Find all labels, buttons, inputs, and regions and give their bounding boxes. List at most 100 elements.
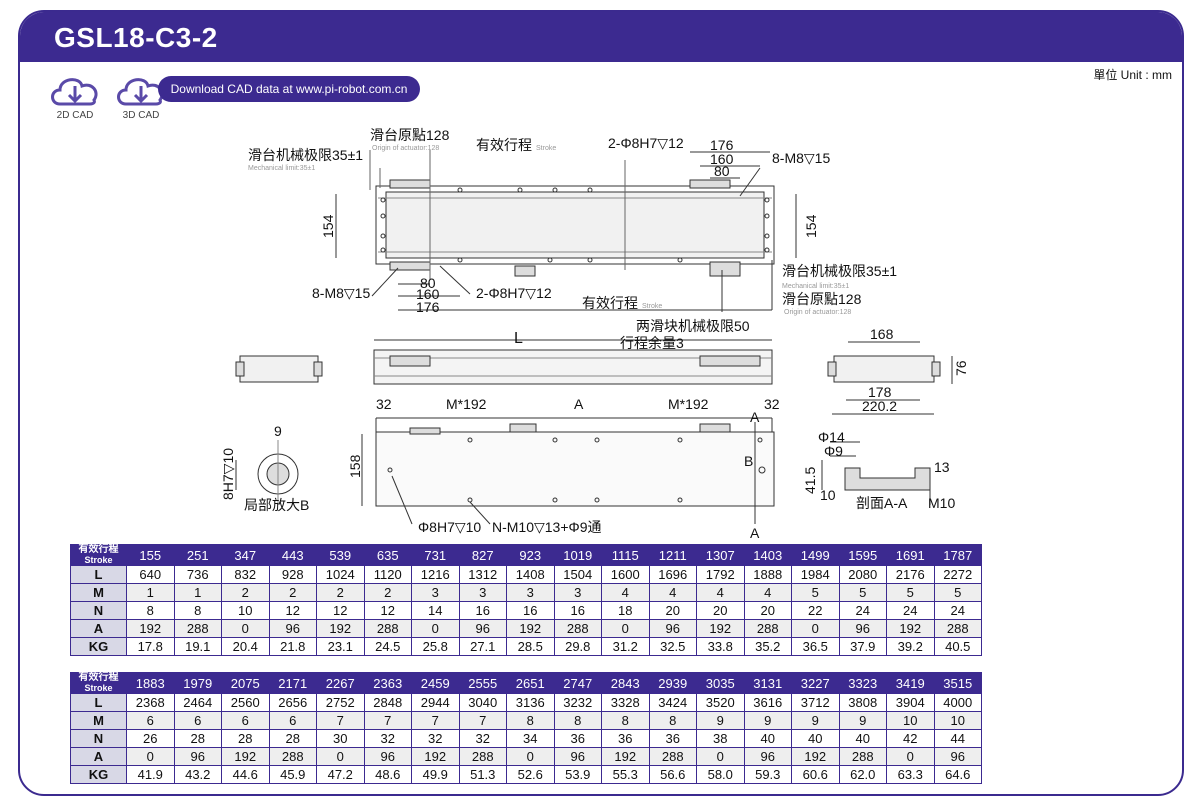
stroke-cell: 3323	[838, 672, 887, 694]
table-cell: 3808	[838, 693, 887, 712]
bottom-stroke-label: 有效行程	[582, 295, 638, 311]
origin-sub: Origin of actuator:128	[372, 145, 439, 152]
b-label: B	[744, 453, 753, 469]
table-cell: 2080	[838, 565, 887, 584]
table-cell: 3616	[743, 693, 792, 712]
table-cell: 63.3	[886, 765, 935, 784]
table-cell: 6	[126, 711, 175, 730]
a-label: A	[574, 396, 584, 412]
table-cell: 3	[411, 583, 460, 602]
table-cell: 192	[601, 747, 650, 766]
table-cell: 288	[648, 747, 697, 766]
table-cell: 4	[743, 583, 792, 602]
table-cell: 2944	[411, 693, 460, 712]
table-cell: 35.2	[743, 637, 792, 656]
stroke-cell: 923	[506, 544, 555, 566]
bottom-stroke-sub: Stroke	[642, 303, 662, 310]
table-cell: 41.9	[126, 765, 175, 784]
dim-13: 13	[934, 459, 950, 475]
table-cell: 29.8	[553, 637, 602, 656]
row-key: M	[70, 711, 127, 730]
two-slider-label: 两滑块机械极限50	[636, 318, 750, 334]
table-cell: 288	[458, 747, 507, 766]
table-cell: 26	[126, 729, 175, 748]
table-cell: 192	[791, 747, 840, 766]
stroke-label: 有效行程	[476, 137, 532, 153]
table-cell: 24	[838, 601, 887, 620]
table-cell: 96	[838, 619, 887, 638]
stroke-cell: 251	[173, 544, 222, 566]
table-cell: 59.3	[743, 765, 792, 784]
stroke-cell: 1115	[601, 544, 650, 566]
table-cell: 8	[601, 711, 650, 730]
table-cell: 45.9	[268, 765, 317, 784]
table-cell: 640	[126, 565, 175, 584]
table-cell: 0	[411, 619, 460, 638]
stroke-cell: 2363	[363, 672, 412, 694]
row-key: KG	[70, 765, 127, 784]
table-cell: 192	[126, 619, 175, 638]
origin-label: 滑台原點128	[370, 127, 450, 143]
table-cell: 55.3	[601, 765, 650, 784]
table-cell: 96	[648, 619, 697, 638]
stroke-cell: 2171	[268, 672, 317, 694]
stroke-cell: 347	[221, 544, 270, 566]
table-cell: 2656	[268, 693, 317, 712]
stroke-cell: 2939	[648, 672, 697, 694]
table-cell: 8	[648, 711, 697, 730]
dim-41-5: 41.5	[802, 467, 818, 494]
right-origin-label: 滑台原點128	[782, 291, 862, 307]
stroke-cell: 2267	[316, 672, 365, 694]
table-cell: 16	[458, 601, 507, 620]
table-cell: 192	[506, 619, 555, 638]
table-cell: 1888	[743, 565, 792, 584]
right-mech-label: 滑台机械极限35±1	[782, 263, 897, 279]
table-cell: 0	[221, 619, 270, 638]
section-a-top: A	[750, 409, 760, 425]
table-cell: 5	[838, 583, 887, 602]
table-cell: 9	[743, 711, 792, 730]
table-cell: 1	[126, 583, 175, 602]
table-cell: 24	[886, 601, 935, 620]
table-cell: 40.5	[933, 637, 982, 656]
cad-3d-download[interactable]: 3D CAD	[112, 72, 170, 121]
row-key: A	[70, 619, 127, 638]
stroke-cell: 2651	[506, 672, 555, 694]
table-cell: 192	[696, 619, 745, 638]
table-cell: 0	[126, 747, 175, 766]
table-cell: 96	[173, 747, 222, 766]
table-cell: 28	[173, 729, 222, 748]
table-cell: 23.1	[316, 637, 365, 656]
table-cell: 64.6	[933, 765, 982, 784]
table-cell: 8	[553, 711, 602, 730]
table-cell: 96	[933, 747, 982, 766]
right-origin-sub: Origin of actuator:128	[784, 309, 851, 316]
dim-178: 178	[868, 384, 892, 400]
table-cell: 16	[553, 601, 602, 620]
table-cell: 40	[838, 729, 887, 748]
detail-b-label: 局部放大B	[244, 497, 309, 513]
table-cell: 38	[696, 729, 745, 748]
download-cad-link[interactable]: Download CAD data at www.pi-robot.com.cn	[158, 76, 420, 102]
table-cell: 1312	[458, 565, 507, 584]
detail-8h7: 8H7▽10	[220, 448, 236, 500]
table-cell: 5	[886, 583, 935, 602]
dim-154-left: 154	[320, 214, 336, 238]
table-cell: 7	[458, 711, 507, 730]
table-cell: 192	[221, 747, 270, 766]
cad-2d-download[interactable]: 2D CAD	[46, 72, 104, 121]
table-cell: 28	[268, 729, 317, 748]
table-cell: 9	[838, 711, 887, 730]
table-cell: 96	[553, 747, 602, 766]
bottom-hole-label: 2-Φ8H7▽12	[476, 285, 552, 301]
table-cell: 8	[506, 711, 555, 730]
table-cell: 96	[268, 619, 317, 638]
table-cell: 8	[173, 601, 222, 620]
hole-label: 2-Φ8H7▽12	[608, 135, 684, 151]
table-cell: 1696	[648, 565, 697, 584]
table-cell: 28.5	[506, 637, 555, 656]
